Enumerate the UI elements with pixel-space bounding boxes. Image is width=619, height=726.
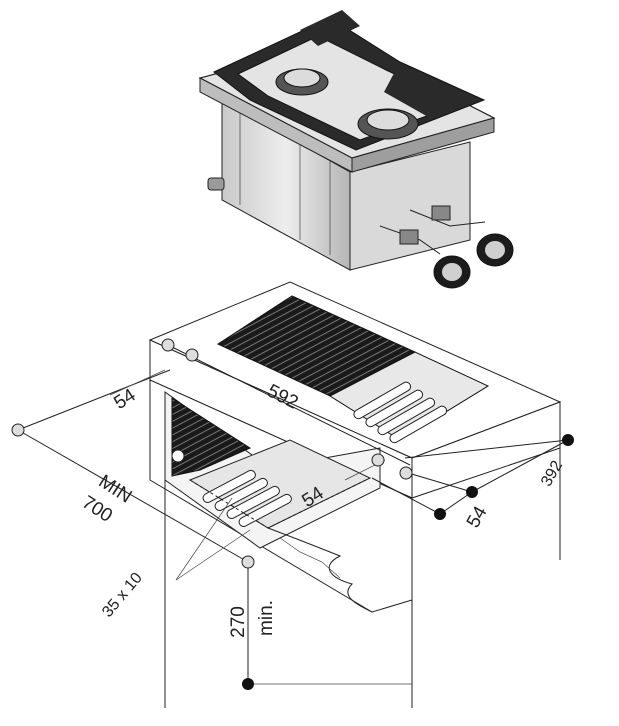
marker-solid-1 — [562, 434, 574, 446]
dim-side-offset: 54 — [463, 502, 492, 531]
dim-depth-offset: 54 — [110, 385, 140, 414]
control-knob-right — [476, 233, 514, 267]
marker-solid-3 — [434, 508, 446, 520]
dim-clearance-value: 270 — [228, 606, 249, 638]
countertop-cabinet — [148, 281, 562, 708]
marker-open-3 — [11, 423, 25, 437]
marker-open-6 — [241, 555, 255, 569]
dimension-markers — [11, 338, 574, 690]
marker-open-4 — [371, 453, 385, 467]
marker-solid-2 — [466, 486, 478, 498]
marker-solid-4 — [242, 678, 254, 690]
marker-open-5 — [399, 466, 413, 480]
dim-depth-cutout: 392 — [538, 458, 566, 490]
marker-open-1 — [161, 338, 175, 352]
control-knob-left — [433, 255, 471, 289]
marker-open-2 — [185, 348, 199, 362]
gas-hob-unit — [198, 10, 514, 289]
vent-slots-top — [353, 381, 448, 444]
dimension-lines — [17, 344, 569, 685]
dim-clearance-label: min. — [256, 600, 277, 636]
dim-slot-size: 35 x 10 — [99, 569, 146, 620]
